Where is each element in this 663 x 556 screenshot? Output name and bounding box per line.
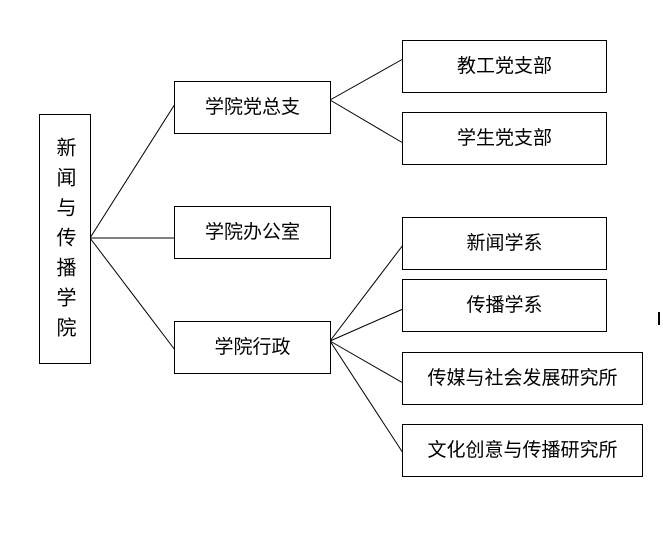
node-administration: 学院行政 (174, 321, 331, 374)
node-staff-party-branch: 教工党支部 (402, 40, 607, 93)
node-journalism-department: 新闻学系 (402, 217, 607, 270)
connector-administration-to-media-society-institute (329, 340, 404, 384)
connector-root-to-administration (89, 237, 176, 351)
node-cultural-creativity-institute: 文化创意与传播研究所 (402, 424, 643, 477)
connector-party-committee-to-staff-branch (329, 58, 404, 101)
node-office: 学院办公室 (174, 206, 331, 259)
node-media-society-institute: 传媒与社会发展研究所 (402, 352, 643, 405)
connector-party-committee-to-student-branch (329, 99, 404, 144)
edge-fragment-mark (658, 312, 660, 325)
connector-administration-to-journalism-dept (329, 244, 404, 342)
node-party-committee: 学院党总支 (174, 81, 331, 134)
connector-root-to-party-committee (89, 103, 176, 239)
root-node: 新闻与传播学院 (39, 114, 91, 364)
node-communication-department: 传播学系 (402, 279, 607, 332)
connector-administration-to-cultural-creativity-institute (329, 340, 404, 454)
connector-administration-to-communication-dept (329, 308, 404, 342)
node-student-party-branch: 学生党支部 (402, 112, 607, 165)
